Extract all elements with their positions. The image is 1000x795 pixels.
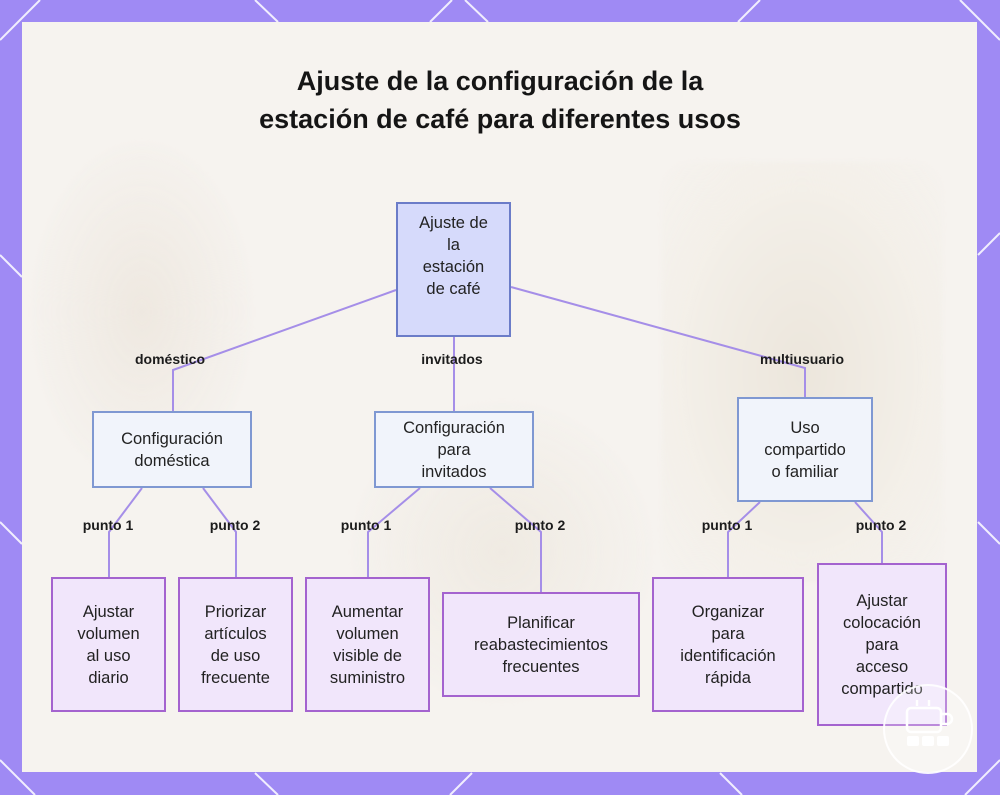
edge-l4 — [490, 488, 541, 592]
edge-label-punto-2: punto 2 — [856, 517, 907, 533]
edge-l5 — [728, 502, 760, 577]
edge-b3 — [511, 287, 805, 397]
edge-label-punto-1: punto 1 — [83, 517, 134, 533]
edge-label-punto-1: punto 1 — [702, 517, 753, 533]
edge-label-multiusuario: multiusuario — [760, 351, 844, 367]
coffee-station-icon — [885, 686, 971, 772]
edge-label-punto-2: punto 2 — [515, 517, 566, 533]
edge-b1 — [173, 290, 396, 411]
edge-label-punto-1: punto 1 — [341, 517, 392, 533]
edge-label-punto-2: punto 2 — [210, 517, 261, 533]
edge-label-domestico: doméstico — [135, 351, 205, 367]
coffee-station-badge — [883, 684, 973, 774]
edge-label-invitados: invitados — [421, 351, 482, 367]
